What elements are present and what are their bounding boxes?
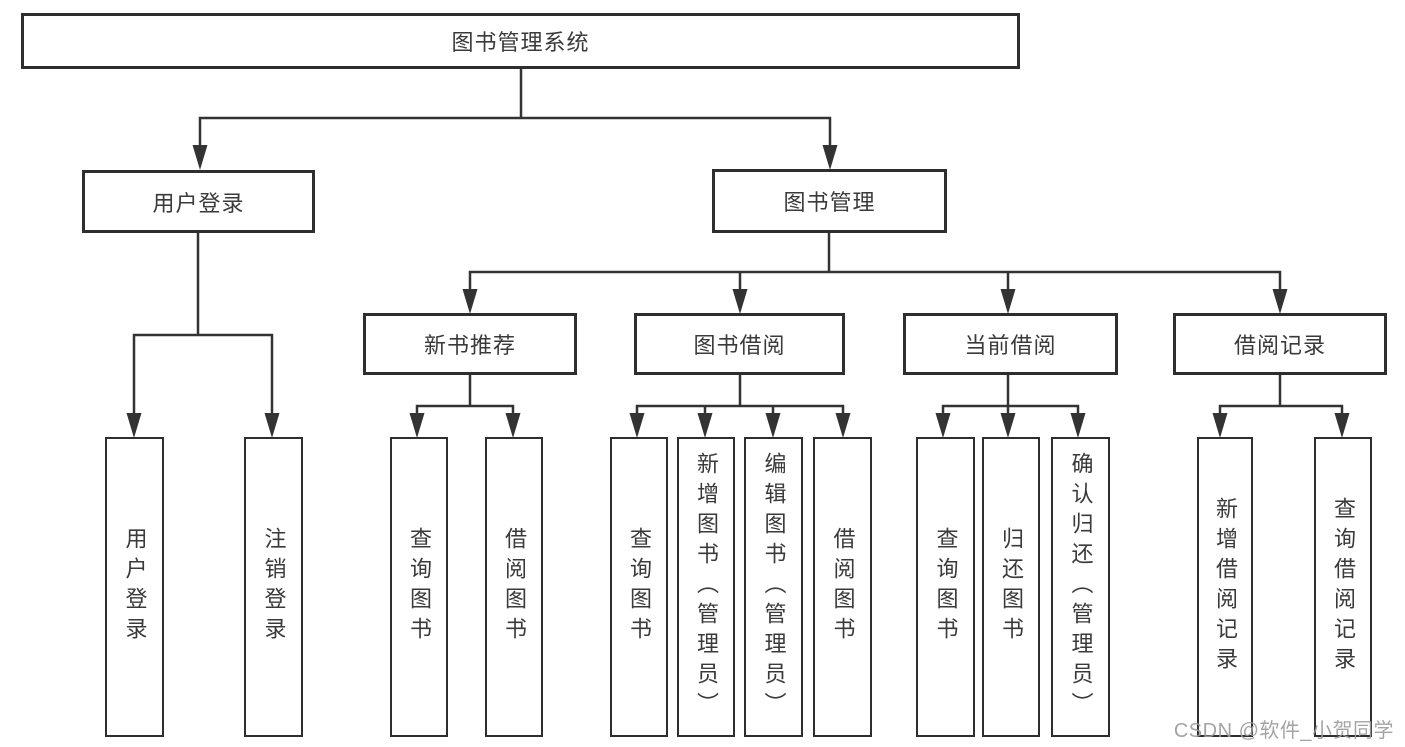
leaf-logout: 注销登录	[244, 437, 303, 737]
leaf-query-books-3: 查询图书	[916, 437, 975, 737]
leaf-add-borrow-record-label: 新增借阅记录	[1213, 497, 1238, 677]
leaf-borrow-books-1-label: 借阅图书	[502, 527, 527, 647]
node-user-login: 用户登录	[82, 170, 315, 233]
leaf-borrow-books-1: 借阅图书	[485, 437, 543, 737]
leaf-confirm-return-admin-label: 确认归还（管理员）	[1068, 452, 1094, 722]
node-borrowing-records: 借阅记录	[1173, 313, 1387, 375]
leaf-query-books-3-label: 查询图书	[933, 527, 959, 647]
leaf-confirm-return-admin: 确认归还（管理员）	[1051, 437, 1110, 737]
leaf-query-books-2: 查询图书	[610, 437, 668, 737]
leaf-query-borrow-record: 查询借阅记录	[1314, 437, 1372, 737]
leaf-add-book-admin-label: 新增图书（管理员）	[694, 452, 719, 722]
leaf-borrow-books-2: 借阅图书	[813, 437, 872, 737]
leaf-query-borrow-record-label: 查询借阅记录	[1331, 497, 1356, 677]
node-new-book-recommend: 新书推荐	[363, 313, 577, 375]
connector-stems	[132, 69, 1344, 414]
node-book-management: 图书管理	[712, 169, 947, 233]
leaf-return-book: 归还图书	[982, 437, 1040, 737]
leaf-add-borrow-record: 新增借阅记录	[1197, 437, 1253, 737]
leaf-user-login: 用户登录	[105, 437, 164, 737]
leaf-add-book-admin: 新增图书（管理员）	[677, 437, 735, 737]
node-current-borrowing: 当前借阅	[903, 313, 1118, 375]
leaf-return-book-label: 归还图书	[999, 527, 1024, 647]
node-root: 图书管理系统	[21, 13, 1020, 69]
csdn-watermark: CSDN @软件_小贺同学	[1173, 720, 1394, 742]
leaf-query-books-1: 查询图书	[390, 437, 448, 737]
leaf-edit-book-admin: 编辑图书（管理员）	[744, 437, 803, 737]
leaf-edit-book-admin-label: 编辑图书（管理员）	[761, 452, 787, 722]
leaf-logout-label: 注销登录	[261, 527, 287, 647]
leaf-user-login-label: 用户登录	[122, 527, 148, 647]
arrowheads	[126, 145, 1350, 438]
leaf-query-books-1-label: 查询图书	[407, 527, 432, 647]
leaf-query-books-2-label: 查询图书	[627, 527, 652, 647]
node-book-borrowing: 图书借阅	[634, 313, 845, 375]
leaf-borrow-books-2-label: 借阅图书	[830, 527, 856, 647]
